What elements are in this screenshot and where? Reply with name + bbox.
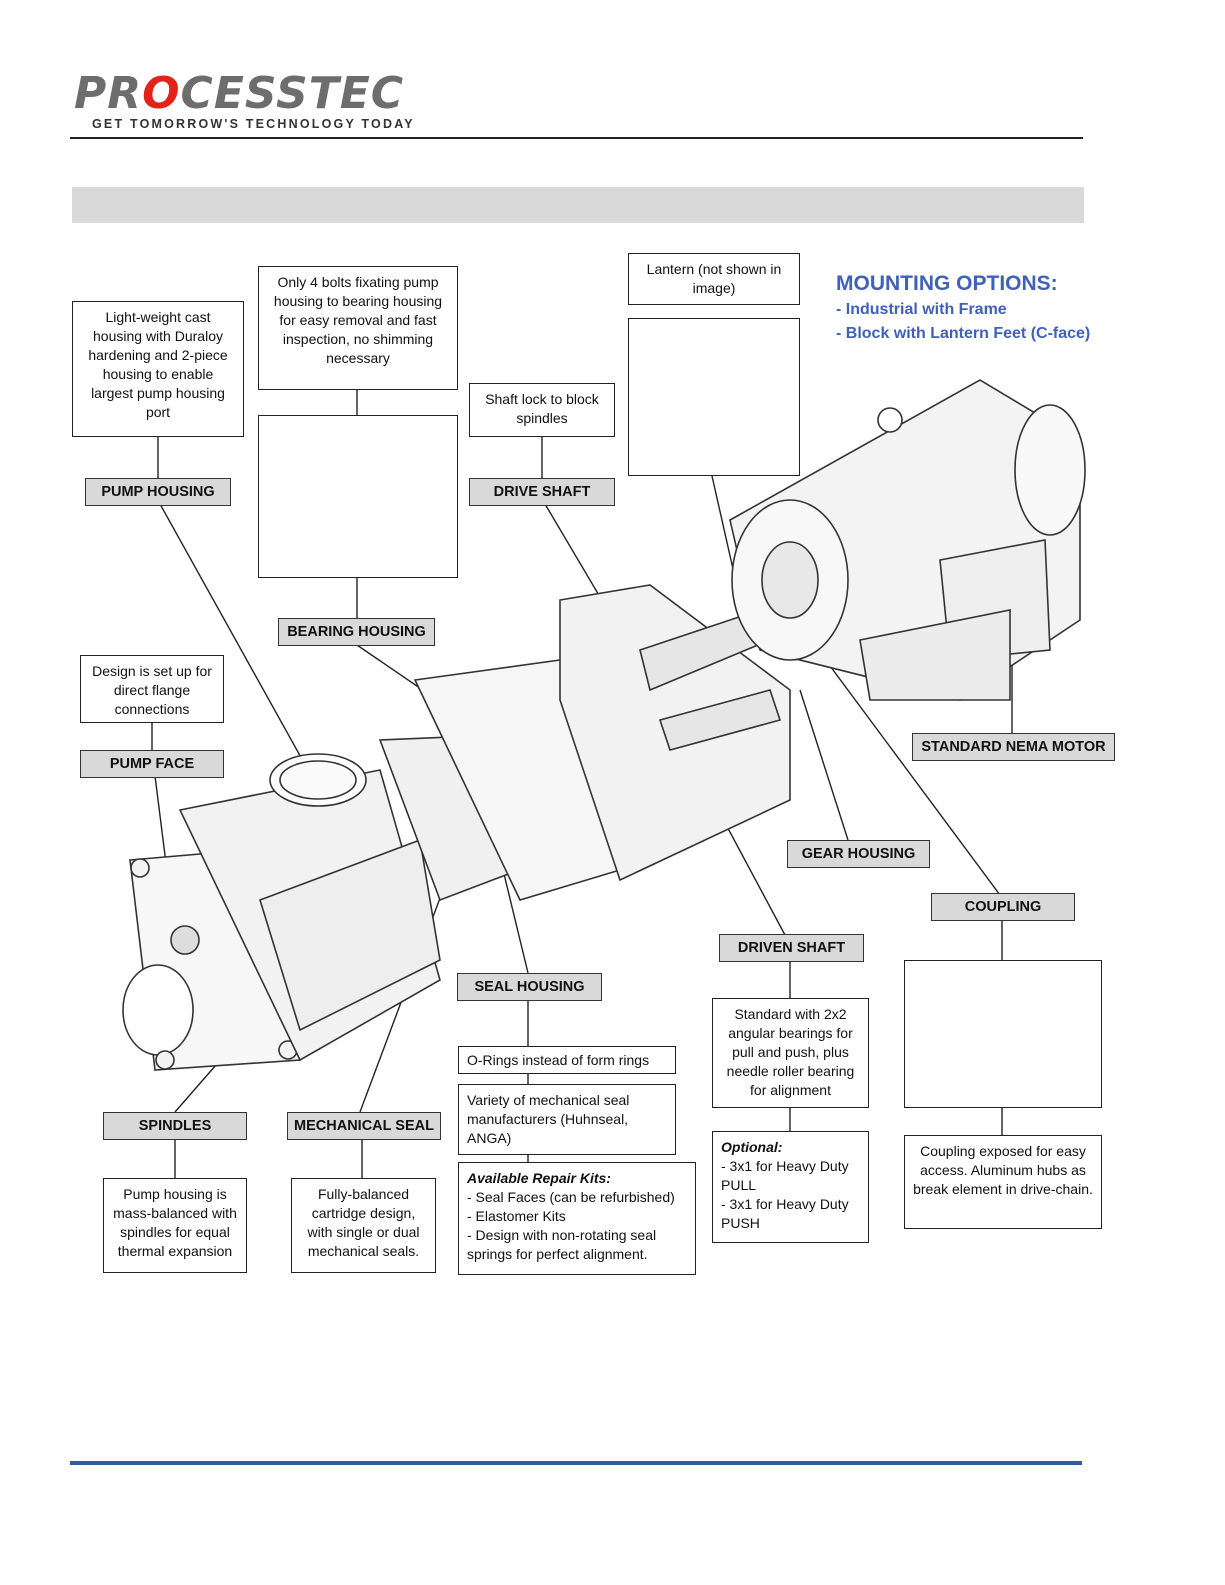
- spindles-note: Pump housing is mass-balanced with spind…: [103, 1178, 247, 1273]
- pump-housing-note: Light-weight cast housing with Duraloy h…: [72, 301, 244, 437]
- label-drive-shaft: DRIVE SHAFT: [469, 478, 615, 506]
- company-logo: PROCESSTEC: [74, 70, 404, 118]
- label-mechanical-seal: MECHANICAL SEAL: [287, 1112, 441, 1140]
- label-driven-shaft: DRIVEN SHAFT: [719, 934, 864, 962]
- pump-illustration: [122, 379, 1086, 1071]
- label-bearing-housing: BEARING HOUSING: [278, 618, 435, 646]
- footer-divider: [70, 1461, 1082, 1465]
- label-standard-nema-motor: STANDARD NEMA MOTOR: [912, 733, 1115, 761]
- connector-gear-housing: [799, 689, 849, 841]
- optional-item: - 3x1 for Heavy Duty PUSH: [721, 1196, 849, 1231]
- repair-kits-title: Available Repair Kits:: [467, 1170, 611, 1186]
- bearing-housing-note: Only 4 bolts fixating pump housing to be…: [258, 266, 458, 390]
- pump-face-note: Design is set up for direct flange conne…: [80, 655, 224, 723]
- seal-orings-note: O-Rings instead of form rings: [458, 1046, 676, 1074]
- logo-text-post: CESSTEC: [180, 68, 405, 119]
- lantern-image-frame: [628, 318, 800, 476]
- coupling-image-frame: [904, 960, 1102, 1108]
- label-coupling: COUPLING: [931, 893, 1075, 921]
- logo-tagline: GET TOMORROW'S TECHNOLOGY TODAY: [92, 117, 415, 131]
- connector-pump-housing: [159, 503, 319, 789]
- drive-shaft-note: Shaft lock to block spindles: [469, 383, 615, 437]
- driven-shaft-note: Standard with 2x2 angular bearings for p…: [712, 998, 869, 1108]
- label-pump-housing: PUMP HOUSING: [85, 478, 231, 506]
- mounting-options: MOUNTING OPTIONS: - Industrial with Fram…: [836, 270, 1090, 346]
- optional-item: - 3x1 for Heavy Duty PULL: [721, 1158, 849, 1193]
- label-seal-housing: SEAL HOUSING: [457, 973, 602, 1001]
- label-pump-face: PUMP FACE: [80, 750, 224, 778]
- label-gear-housing: GEAR HOUSING: [787, 840, 930, 868]
- label-spindles: SPINDLES: [103, 1112, 247, 1140]
- lantern-note: Lantern (not shown in image): [628, 253, 800, 305]
- repair-kit-item: - Seal Faces (can be refurbished): [467, 1189, 675, 1205]
- seal-variety-note: Variety of mechanical seal manufacturers…: [458, 1084, 676, 1155]
- logo-text-pre: PR: [74, 68, 143, 119]
- optional-title: Optional:: [721, 1139, 783, 1155]
- repair-kit-item: - Design with non-rotating seal springs …: [467, 1227, 657, 1262]
- repair-kits-note: Available Repair Kits: - Seal Faces (can…: [458, 1162, 696, 1275]
- mechanical-seal-note: Fully-balanced cartridge design, with si…: [291, 1178, 436, 1273]
- mounting-option-frame: - Industrial with Frame: [836, 301, 1007, 318]
- header-divider: [70, 137, 1083, 139]
- mounting-options-title: MOUNTING OPTIONS:: [836, 272, 1058, 295]
- repair-kit-item: - Elastomer Kits: [467, 1208, 566, 1224]
- bearing-housing-image-frame: [258, 415, 458, 578]
- logo-text-o: O: [142, 68, 181, 119]
- mounting-option-lantern: - Block with Lantern Feet (C-face): [836, 325, 1091, 342]
- section-band: [72, 187, 1084, 223]
- coupling-note: Coupling exposed for easy access. Alumin…: [904, 1135, 1102, 1229]
- optional-bearings-note: Optional: - 3x1 for Heavy Duty PULL - 3x…: [712, 1131, 869, 1243]
